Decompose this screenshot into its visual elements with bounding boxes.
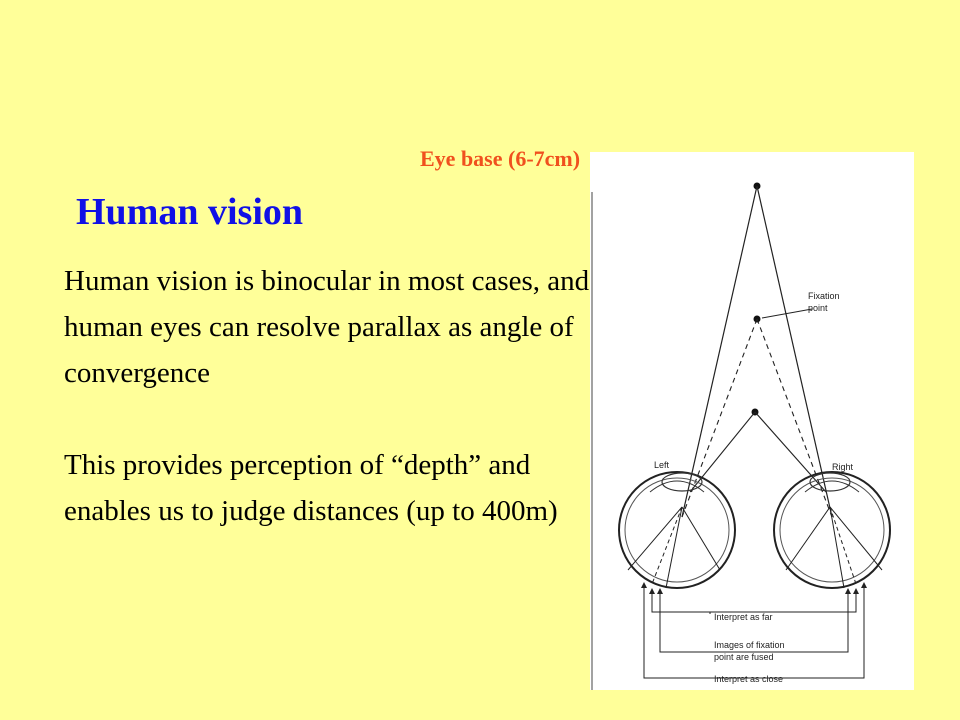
binocular-diagram: Fixation point Left Right Interpret as f… (590, 152, 914, 690)
interpretation-brackets (643, 584, 865, 679)
slide-title: Human vision (76, 191, 304, 233)
left-eye (618, 471, 736, 589)
paragraph-binocular: Human vision is binocular in most cases,… (64, 265, 590, 389)
body-text: Human vision is binocular in most cases,… (64, 258, 594, 534)
label-right-eye: Right (832, 462, 854, 472)
paragraph-depth: This provides perception of “depth” and … (64, 449, 558, 527)
label-interpret-far: Interpret as far (714, 612, 773, 622)
label-fixation-line2: point (808, 303, 828, 313)
label-fixation-line1: Fixation (808, 291, 840, 301)
label-left-eye: Left (654, 460, 670, 470)
label-fused-line2: point are fused (714, 652, 774, 662)
right-eye (773, 471, 891, 589)
eye-base-label: Eye base (6-7cm) (420, 146, 581, 171)
label-interpret-close: Interpret as close (714, 674, 783, 684)
label-fused-line1: Images of fixation (714, 640, 785, 650)
